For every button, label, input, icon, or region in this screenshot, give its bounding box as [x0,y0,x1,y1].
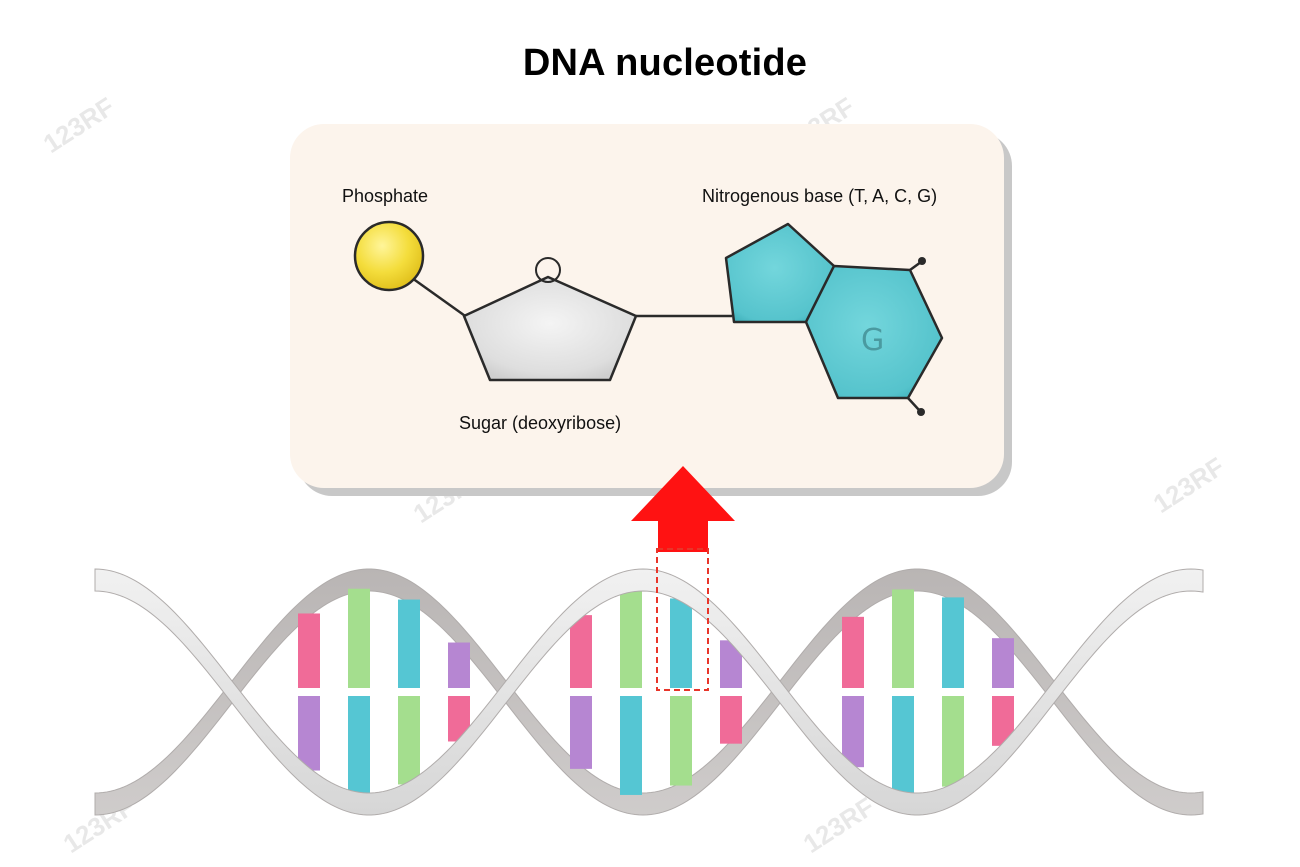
dna-helix [94,568,1204,816]
base-pair-bottom [670,696,692,786]
base-pair-bottom [298,696,320,771]
page-title: DNA nucleotide [522,42,808,84]
base-pair-top [448,642,470,688]
base-pair-top [620,589,642,688]
base-pair-top [720,640,742,688]
base-pair-bottom [992,696,1014,746]
base-letter-label: G [861,323,885,358]
base-pair-bottom [620,696,642,795]
base-pair-top [842,616,864,688]
base-pair-top [670,598,692,688]
sugar-label: Sugar (deoxyribose) [459,413,622,433]
base-pair-bottom [348,696,370,796]
selected-nucleotide-box [656,548,709,691]
base-pair-bottom [720,696,742,744]
base-pair-top [348,588,370,688]
phosphate-label: Phosphate [342,186,429,206]
base-pair-bottom [842,696,864,768]
base-pair-top [992,638,1014,688]
base-pair-top [892,589,914,688]
base-pair-bottom [448,696,470,742]
base-ring-icon [724,222,944,416]
base-pair-bottom [942,696,964,787]
base-pair-bottom [398,696,420,785]
base-pair-bottom [570,696,592,769]
helix-front-strand [94,568,1204,816]
nitrogenous-base-label: Nitrogenous base (T, A, C, G) [702,186,938,206]
nucleotide-panel [290,124,1012,496]
base-pair-bottom [892,696,914,795]
phosphate-circle-icon [353,220,425,292]
base-pair-top [942,597,964,688]
base-pair-top [570,615,592,688]
base-pair-top [398,599,420,688]
arrow-up-icon [631,466,735,552]
base-pair-top [298,613,320,688]
helix-front-ribbon [94,568,1204,816]
helix-back-strand [94,568,1204,816]
helix-back-ribbon [94,568,1204,816]
sugar-pentagon-icon [462,257,638,382]
phosphate-bond [411,276,469,320]
base-pairs [298,588,1014,796]
